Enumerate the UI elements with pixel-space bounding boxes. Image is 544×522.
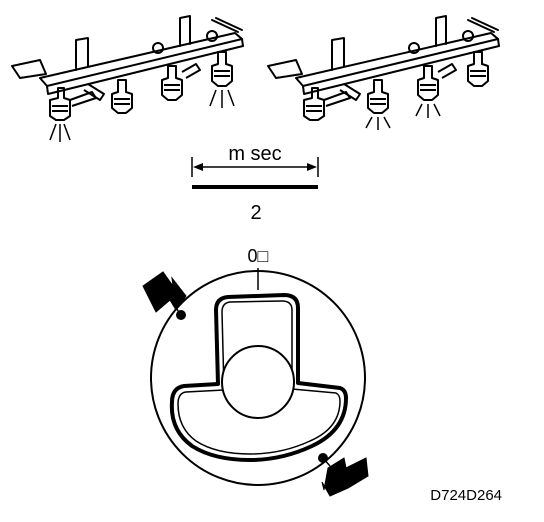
fuel-rail-left	[11, 15, 244, 95]
fuel-rail-left-connector-2	[206, 30, 218, 42]
spray-left-4	[209, 89, 235, 108]
injectors-right	[303, 51, 489, 130]
rotor-outer-circle	[150, 270, 366, 486]
fuel-rail-right-post-1	[331, 37, 345, 71]
injector-left-1	[49, 87, 97, 142]
rotor-plate	[169, 293, 348, 462]
spray-left-1	[49, 123, 71, 142]
injector-right-2	[365, 79, 391, 130]
pulse-width-indicator: m sec 2	[191, 143, 319, 224]
fuel-rail-right-bracket	[267, 59, 303, 79]
injector-right-4	[467, 51, 489, 87]
dimension-arrow-right-icon	[307, 163, 317, 171]
rotor-plate-inner-outline	[177, 300, 341, 455]
injector-left-2	[111, 79, 133, 114]
pulse-width-dimension-line	[191, 157, 319, 177]
fuel-rail-right-post-2	[435, 15, 447, 47]
rotor-diagram: 0□	[142, 246, 369, 497]
pointer-arrow-upper-icon	[142, 271, 187, 316]
fuel-rail-left-connector-1	[152, 42, 164, 54]
injector-left-3	[161, 63, 201, 101]
pulse-width-unit-label: m sec	[228, 143, 281, 165]
injectors-left	[49, 51, 235, 142]
angle-mark-label: 0□	[248, 246, 269, 266]
spray-right-2	[365, 116, 391, 130]
fuel-rail-right-connector-1	[408, 42, 420, 54]
fuel-rail-right	[267, 15, 500, 95]
pointer-arrow-lower-icon	[321, 457, 369, 497]
spray-right-3	[415, 103, 441, 118]
rotor-hub-circle	[221, 345, 295, 419]
injector-right-3	[415, 63, 457, 118]
fuel-rail-left-post-2	[179, 15, 191, 47]
fuel-rail-left-bracket	[11, 59, 47, 79]
figure-id-label: D724D264	[430, 487, 502, 504]
injector-left-4	[209, 51, 235, 108]
pulse-value-label: 2	[250, 202, 261, 224]
dimension-arrow-left-icon	[193, 163, 203, 171]
fuel-rail-right-connector-2	[462, 30, 474, 42]
fuel-rail-left-post-1	[75, 37, 89, 71]
